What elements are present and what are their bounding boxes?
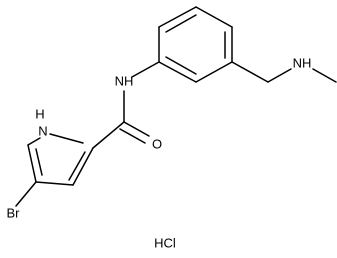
- bond-c2-carbonyl: [92, 121, 125, 149]
- pyrrole-n-label: N: [38, 124, 47, 139]
- bond-nh-phenyl: [131, 61, 160, 78]
- bond-c2-c3: [72, 147, 94, 186]
- bond-c3-c4: [35, 181, 74, 186]
- salt-label: HCl: [154, 236, 176, 251]
- bond-ar2-ar3: [158, 6, 197, 28]
- benzene-ring: [158, 6, 233, 83]
- bond-n1-c2: [49, 133, 84, 144]
- bond-ar6-ar1-inner: [165, 56, 197, 75]
- amine-nh-label: NH: [293, 56, 312, 71]
- pyrrole-ring: [27, 133, 94, 186]
- pyrrole-h-label: H: [35, 107, 44, 122]
- amide-group: [92, 90, 150, 149]
- bond-ar5-ar6: [195, 61, 233, 83]
- bromine-label: Br: [7, 206, 21, 221]
- bond-carbonyl-o: [123, 121, 150, 137]
- bond-c4-br: [15, 181, 37, 207]
- amide-nh-label: NH: [115, 74, 134, 89]
- bond-ar5-ch2: [231, 61, 269, 83]
- bond-c5-n1: [27, 137, 41, 146]
- carbonyl-o-label: O: [152, 137, 162, 152]
- methylaminomethyl-chain: [231, 61, 337, 83]
- bond-carbonyl-o-inner: [119, 128, 146, 144]
- bond-ar2-ar3-inner: [165, 14, 197, 33]
- bond-c2-c3-inner: [68, 151, 86, 181]
- bond-c4-c5-inner: [35, 148, 43, 176]
- bond-ar3-ar4: [195, 6, 233, 28]
- bond-nh-ch3: [312, 68, 337, 83]
- bond-ch2-nh: [267, 68, 292, 83]
- bond-c4-c5: [27, 144, 37, 183]
- bond-ar6-ar1: [158, 61, 197, 83]
